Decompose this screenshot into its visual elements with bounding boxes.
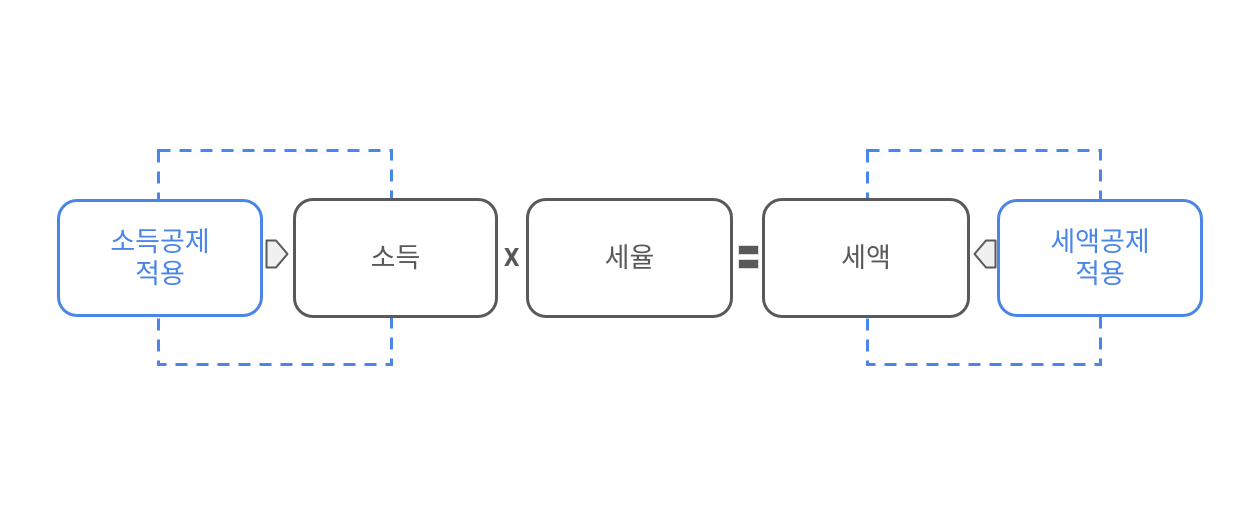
box-tax-credit: 세액공제 적용 [997, 199, 1203, 317]
box-tax-credit-label-line2: 적용 [1075, 259, 1125, 289]
box-tax-credit-label-line1: 세액공제 [1050, 226, 1150, 257]
box-tax-rate: 세율 [526, 198, 733, 318]
box-income-deduction: 소득공제 적용 [57, 199, 263, 317]
multiply-icon: X [498, 198, 526, 316]
box-tax-rate-label: 세율 [604, 242, 655, 273]
right-arrow-icon [265, 239, 289, 269]
equals-bar-bottom [737, 259, 759, 269]
left-arrow-icon [973, 239, 997, 269]
box-tax-amount-label: 세액 [841, 242, 891, 273]
box-income-label: 소득 [370, 242, 421, 273]
box-income-deduction-label-line2: 적용 [135, 259, 185, 289]
box-income: 소득 [293, 198, 498, 318]
box-income-deduction-label-line1: 소득공제 [110, 226, 210, 257]
equals-icon [735, 198, 761, 316]
equals-bar-top [737, 245, 759, 255]
box-tax-amount: 세액 [762, 198, 970, 318]
multiply-glyph: X [504, 242, 520, 272]
